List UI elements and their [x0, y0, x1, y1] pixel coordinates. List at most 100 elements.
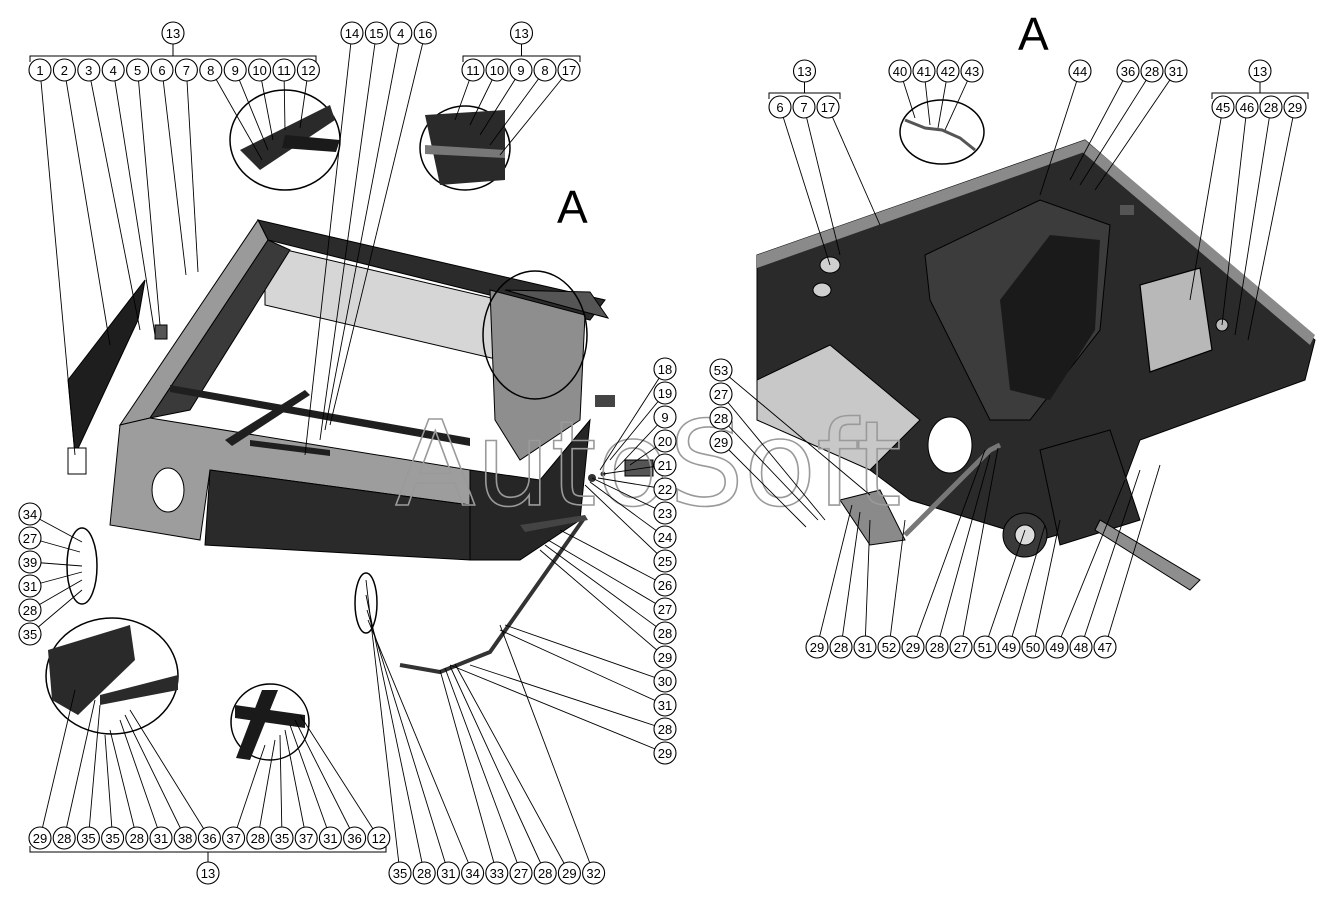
leader-line [39, 689, 76, 839]
leader-line [1080, 469, 1141, 648]
leader-line [469, 664, 666, 730]
part-callout-52: 52 [877, 635, 901, 659]
leader-line [454, 663, 570, 874]
part-callout-28: 28 [653, 717, 677, 741]
part-callout-31: 31 [853, 635, 877, 659]
callout-circle [364, 21, 388, 45]
leader-line [185, 69, 199, 273]
part-callout-42: 42 [936, 59, 960, 83]
part-callout-13: 13 [509, 21, 534, 45]
callout-circle [653, 573, 677, 597]
callout-circle [18, 598, 42, 622]
part-callout-28: 28 [412, 861, 436, 885]
part-callout-49: 49 [997, 635, 1021, 659]
leader-line [589, 481, 666, 538]
part-callout-17: 17 [816, 95, 840, 119]
callout-number: 35 [393, 866, 407, 881]
callout-circle [77, 58, 101, 82]
callout-circle [653, 717, 677, 741]
callout-number: 27 [23, 531, 37, 546]
callout-circle [246, 826, 270, 850]
callout-number: 26 [658, 578, 672, 593]
callout-number: 29 [810, 640, 824, 655]
frame-drawing [67, 219, 654, 675]
callout-circle [653, 693, 677, 717]
callout-circle [126, 58, 150, 82]
leader-line [1247, 106, 1296, 341]
callout-circle [173, 826, 197, 850]
part-callout-37: 37 [294, 826, 318, 850]
callout-circle [18, 502, 42, 526]
part-callout-36: 36 [1116, 59, 1140, 83]
part-callout-44: 44 [1068, 59, 1092, 83]
leader-line [289, 724, 331, 839]
callout-number: 43 [965, 64, 979, 79]
part-callout-28: 28 [1259, 95, 1283, 119]
leader-line [294, 719, 356, 839]
callout-circle [318, 826, 342, 850]
callout-number: 48 [1074, 640, 1088, 655]
callout-circle [1248, 59, 1272, 83]
part-callout-33: 33 [485, 861, 509, 885]
part-callout-7: 7 [174, 58, 198, 82]
watermark: AutoSoft [395, 395, 902, 533]
callout-circle [196, 861, 220, 885]
callout-number: 29 [906, 640, 920, 655]
callout-circle [161, 21, 185, 45]
callout-circle [52, 58, 76, 82]
callout-number: 38 [178, 831, 192, 846]
part-callout-34: 34 [18, 502, 42, 526]
leader-line [279, 734, 283, 839]
callout-number: 31 [323, 831, 337, 846]
leader-line [329, 32, 426, 426]
callout-circle [485, 861, 509, 885]
part-callout-29: 29 [557, 861, 581, 885]
callout-number: 11 [466, 63, 480, 78]
leader-line [259, 69, 274, 141]
part-callout-27: 27 [709, 382, 733, 406]
callout-number: 28 [714, 411, 728, 426]
callout-circle [1021, 635, 1045, 659]
callout-circle [509, 21, 534, 45]
part-callout-29: 29 [1283, 95, 1307, 119]
callout-circle [294, 826, 318, 850]
leader-line [304, 32, 353, 456]
callout-number: 37 [226, 831, 240, 846]
leader-line [109, 729, 138, 839]
callout-number: 36 [202, 831, 216, 846]
callout-number: 28 [930, 640, 944, 655]
part-callout-53: 53 [709, 358, 733, 382]
callout-circle [805, 635, 829, 659]
callout-number: 28 [1264, 100, 1278, 115]
callout-number: 24 [658, 530, 672, 545]
callout-number: 34 [465, 866, 479, 881]
callout-circle [533, 58, 557, 82]
part-callout-39: 39 [18, 550, 42, 574]
part-callout-49: 49 [1045, 635, 1069, 659]
callout-circle [436, 861, 460, 885]
part-callout-23: 23 [653, 501, 677, 525]
part-callout-13: 13 [792, 59, 817, 83]
leader-line [1008, 524, 1046, 648]
leader-line [284, 729, 307, 839]
part-callout-36: 36 [197, 826, 221, 850]
callout-number: 41 [917, 64, 931, 79]
leader-line [299, 714, 380, 839]
leader-line [87, 704, 101, 839]
callout-circle [653, 357, 677, 381]
leader-line [129, 709, 210, 839]
part-callout-48: 48 [1069, 635, 1093, 659]
callout-number: 19 [658, 386, 672, 401]
part-callout-5: 5 [126, 58, 150, 82]
callout-circle [533, 861, 557, 885]
leader-line [124, 714, 186, 839]
callout-number: 28 [658, 626, 672, 641]
callout-circle [936, 59, 960, 83]
callout-circle [18, 574, 42, 598]
callout-number: 13 [201, 866, 215, 881]
callout-number: 53 [714, 363, 728, 378]
callout-circle [28, 58, 52, 82]
leader-line [827, 106, 881, 226]
callout-number: 5 [134, 63, 141, 78]
